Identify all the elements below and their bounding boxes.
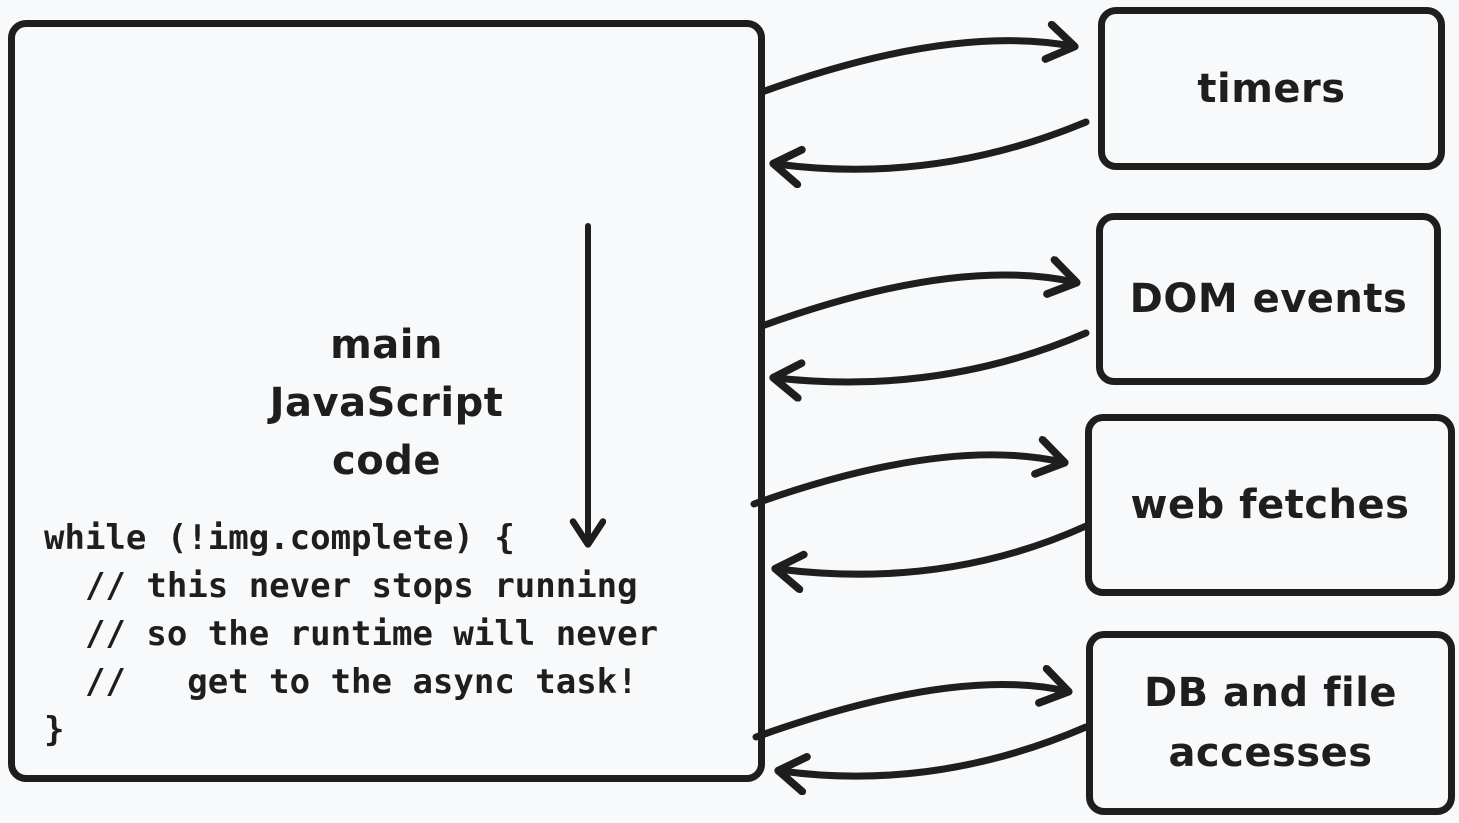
task-box-dom-events: DOM events — [1096, 213, 1441, 385]
arrow-timers-to-main — [776, 118, 1090, 169]
task-box-label: DOM events — [1129, 276, 1408, 322]
main-box-title: main JavaScript code — [269, 322, 504, 484]
task-box-label: web fetches — [1130, 482, 1410, 528]
task-box-db-file-accesses: DB and file accesses — [1086, 631, 1455, 815]
task-box-label: timers — [1197, 65, 1346, 112]
arrow-main-to-dom-events — [758, 275, 1074, 330]
task-box-label: DB and file accesses — [1143, 670, 1398, 776]
task-box-web-fetches: web fetches — [1085, 414, 1455, 596]
arrow-main-to-web-fetches — [750, 455, 1062, 508]
task-box-timers: timers — [1098, 7, 1445, 170]
arrow-web-fetches-to-main — [778, 522, 1090, 574]
arrow-main-to-db — [752, 684, 1066, 741]
code-snippet: while (!img.complete) { // this never st… — [44, 518, 659, 750]
arrow-main-to-timers — [758, 41, 1072, 96]
arrow-dom-events-to-main — [776, 329, 1090, 382]
arrow-db-to-main — [781, 723, 1090, 776]
main-code-box — [8, 20, 765, 782]
